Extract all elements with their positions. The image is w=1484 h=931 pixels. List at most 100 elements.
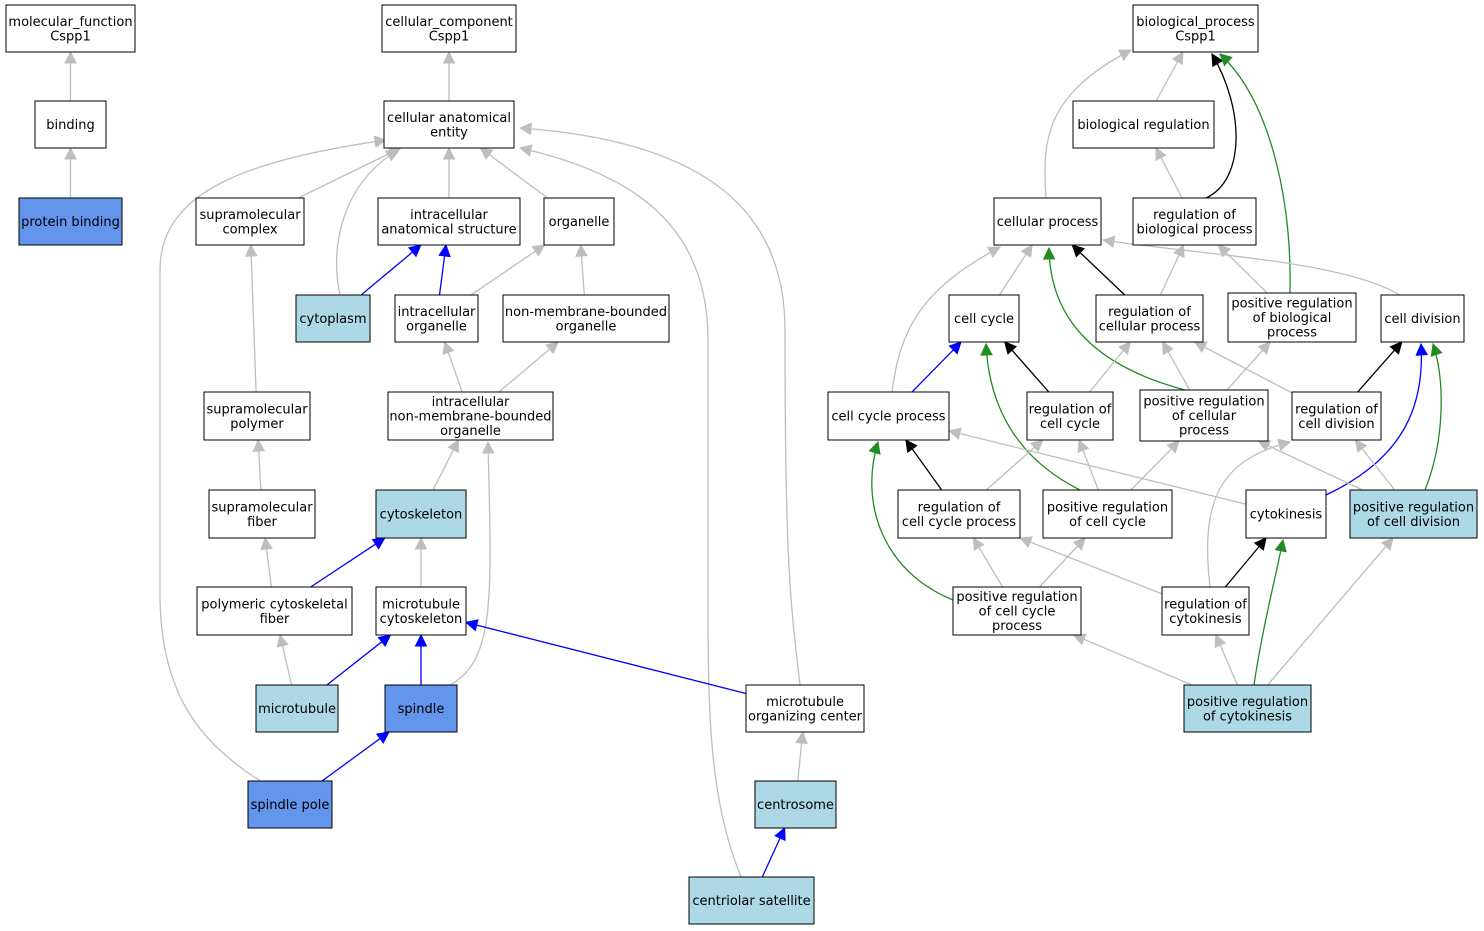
edge-spindle_pole-to-spindle	[321, 731, 390, 782]
node-label-line: cell division	[1384, 312, 1460, 327]
edge-microtubule-to-pcf	[276, 633, 293, 686]
node-cytoplasm[interactable]: cytoplasm	[295, 294, 371, 343]
edge-pos_reg_cd-to-cell_div	[1424, 342, 1443, 491]
edge-reg_ck-to-reg_ccp	[1018, 536, 1163, 595]
node-ccp[interactable]: cell cycle process	[827, 391, 950, 441]
node-label-line: cell cycle process	[902, 515, 1016, 530]
edge-supra_complex-to-cae	[297, 147, 402, 199]
node-binding[interactable]: binding	[34, 100, 107, 149]
edge-line	[1048, 247, 1186, 391]
edge-arrowhead	[1155, 147, 1167, 162]
edge-arrowhead	[531, 244, 546, 257]
node-cell-div[interactable]: cell division	[1380, 294, 1465, 343]
node-organelle[interactable]: organelle	[543, 197, 615, 246]
node-bio-reg[interactable]: biological regulation	[1072, 100, 1215, 149]
node-label-line: process	[992, 619, 1042, 634]
edge-arrowhead	[1029, 439, 1044, 453]
edge-arrowhead	[575, 243, 588, 257]
edge-arrowhead	[986, 246, 1001, 259]
edge-arrowhead	[442, 50, 456, 64]
node-label-line: Cspp1	[429, 29, 470, 44]
node-spindle-pole[interactable]: spindle pole	[247, 780, 333, 829]
edge-protein_binding-to-binding	[64, 146, 77, 198]
node-microtubule[interactable]: microtubule	[255, 684, 339, 733]
edge-spindle-to-inmbo	[449, 440, 495, 686]
node-inmbo[interactable]: intracellularnon-membrane-boundedorganel…	[387, 391, 554, 441]
node-cell-proc[interactable]: cellular process	[993, 197, 1102, 246]
edge-arrowhead	[1173, 243, 1185, 259]
edge-arrowhead	[948, 341, 962, 355]
node-label-line: positive regulation	[956, 590, 1077, 605]
node-centrosome[interactable]: centrosome	[754, 780, 837, 829]
node-label-line: organelle	[549, 215, 610, 230]
edge-arrowhead	[414, 536, 428, 550]
node-cytoskeleton[interactable]: cytoskeleton	[375, 489, 467, 539]
edge-centriolar_satellite-to-cae	[518, 144, 742, 878]
node-label-line: positive regulation	[1187, 695, 1308, 710]
edge-line	[1038, 545, 1079, 588]
edge-reg_cd-to-cell_div	[1357, 341, 1403, 393]
edge-arrowhead	[545, 341, 560, 355]
edge-line	[258, 450, 262, 491]
edge-cell_proc-to-bp	[1044, 49, 1132, 199]
node-label-line: non-membrane-bounded	[389, 410, 551, 425]
node-label-line: non-membrane-bounded	[505, 305, 667, 320]
node-label-line: microtubule	[382, 597, 460, 612]
edge-arrowhead	[774, 826, 786, 842]
node-box	[203, 391, 311, 441]
node-label-line: positive regulation	[1047, 500, 1168, 515]
edge-arrowhead	[1354, 439, 1368, 453]
node-box	[5, 4, 136, 53]
node-protein-binding[interactable]: protein binding	[18, 197, 123, 246]
edge-arrowhead	[1277, 438, 1292, 452]
edge-pos_reg_bp-to-bp	[1219, 53, 1291, 294]
node-label-line: binding	[46, 118, 94, 133]
edge-arrowhead	[260, 536, 273, 551]
node-box	[1380, 294, 1465, 343]
node-spindle[interactable]: spindle	[384, 684, 458, 733]
node-label-line: intracellular	[432, 395, 510, 410]
edge-arrowhead	[518, 122, 532, 136]
node-centriolar-satellite[interactable]: centriolar satellite	[688, 876, 815, 925]
node-box	[383, 100, 515, 149]
edge-nmbo-to-organelle	[575, 243, 588, 296]
node-cytokinesis[interactable]: cytokinesis	[1245, 489, 1327, 539]
node-label-line: anatomical structure	[381, 222, 516, 237]
node-label-line: biological regulation	[1077, 118, 1209, 133]
edge-pos_reg_bp-to-reg_bp	[1217, 244, 1268, 294]
node-box	[387, 391, 554, 441]
node-label-line: supramolecular	[211, 500, 313, 515]
edge-cytoplasm-to-ias	[360, 244, 422, 296]
node-label-line: supramolecular	[199, 208, 301, 223]
node-cell-cycle[interactable]: cell cycle	[948, 294, 1020, 343]
edge-pos_reg_ck-to-pos_reg_cd	[1267, 537, 1394, 686]
edge-arrowhead	[442, 146, 456, 160]
edge-reg_cc-to-cell_cycle	[1003, 341, 1050, 393]
edge-line	[488, 154, 548, 199]
